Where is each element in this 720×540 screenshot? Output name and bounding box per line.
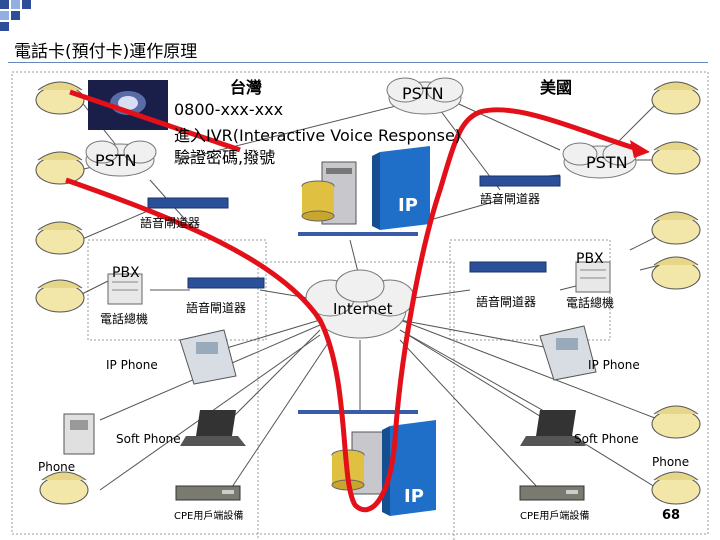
label-switchboard-left: 電話總機 (100, 312, 149, 326)
label-phone-left: Phone (38, 460, 76, 474)
label-gateway-mid-right: 語音閘道器 (476, 295, 537, 309)
page-number: 68 (662, 508, 681, 523)
title-underline (8, 62, 708, 63)
call-path-red-line (65, 107, 643, 513)
desk-phone-left-3 (35, 221, 85, 255)
call-path-red-line-2 (69, 89, 241, 153)
ip-phone-left (179, 329, 237, 385)
gateway-device-top-right (479, 175, 561, 187)
corner-square (0, 22, 9, 31)
label-pbx-right: PBX (576, 251, 604, 267)
outer-frame (11, 71, 709, 535)
gateway-device-top-left (147, 197, 229, 209)
call-path-arrowhead (630, 140, 650, 158)
database-server-top (301, 161, 357, 225)
laptop-right (520, 410, 586, 446)
ivr-number: 0800-xxx-xxx (174, 100, 284, 119)
ivr-description: 進入IVR(Interactive Voice Response) (174, 126, 462, 145)
label-ip-top: IP (398, 195, 418, 216)
desk-phone-left-4 (35, 279, 85, 313)
label-soft-phone-right: Soft Phone (574, 432, 639, 446)
pstn-cloud-top (386, 77, 464, 115)
laptop-left (180, 410, 246, 446)
label-taiwan: 台灣 (230, 78, 263, 97)
connection-lines (79, 94, 661, 491)
label-ip-bottom: IP (404, 486, 424, 507)
cpe-device-left (175, 485, 241, 501)
database-server-bottom (331, 431, 387, 495)
internet-cloud (305, 269, 415, 339)
slide-title: 電話卡(預付卡)運作原理 (14, 42, 198, 62)
desk-phone-right-6 (651, 471, 701, 505)
label-pbx-left: PBX (112, 265, 140, 281)
left-office-frame (87, 239, 267, 341)
label-cpe-right: CPE用戶端設備 (520, 511, 590, 522)
label-cpe-left: CPE用戶端設備 (174, 511, 244, 522)
lan-bus-bottom (298, 410, 418, 414)
desk-phone-left-2 (35, 151, 85, 185)
corner-square (11, 11, 20, 20)
label-pstn-left: PSTN (95, 151, 137, 170)
corner-square (22, 0, 31, 9)
desk-phone-left-5 (39, 471, 89, 505)
lan-bus-top (298, 232, 418, 236)
ivr-verify: 驗證密碼,撥號 (174, 148, 276, 167)
label-internet: Internet (333, 300, 393, 318)
cpe-device-right (519, 485, 585, 501)
label-pstn-right: PSTN (586, 153, 628, 172)
label-soft-phone-left: Soft Phone (116, 432, 181, 446)
desk-phone-right-1 (651, 81, 701, 115)
pstn-cloud-left (85, 140, 157, 177)
desk-phone-right-4 (651, 256, 701, 290)
label-gateway-top-left: 語音閘道器 (140, 216, 201, 230)
label-usa: 美國 (540, 78, 573, 97)
desk-phone-left-1 (35, 81, 85, 115)
corner-square (11, 0, 20, 9)
pbx-unit-left (107, 273, 143, 305)
gateway-device-mid-right (469, 261, 547, 273)
desk-phone-right-2 (651, 141, 701, 175)
mobile-handset (63, 413, 95, 455)
label-ip-phone-left: IP Phone (106, 358, 158, 372)
desk-phone-right-5 (651, 405, 701, 439)
label-phone-right: Phone (652, 455, 690, 469)
corner-square (0, 0, 9, 9)
pbx-unit-right (575, 261, 611, 293)
corner-square (0, 11, 9, 20)
ip-gateway-box-top (372, 146, 430, 230)
label-gateway-mid-left: 語音閘道器 (186, 301, 247, 315)
label-switchboard-right: 電話總機 (566, 296, 615, 310)
label-ip-phone-right: IP Phone (588, 358, 640, 372)
desk-phone-right-3 (651, 211, 701, 245)
label-gateway-top-right: 語音閘道器 (480, 192, 541, 206)
gateway-device-mid-left (187, 277, 265, 289)
label-pstn-top: PSTN (402, 84, 444, 103)
ip-phone-right (539, 325, 597, 381)
